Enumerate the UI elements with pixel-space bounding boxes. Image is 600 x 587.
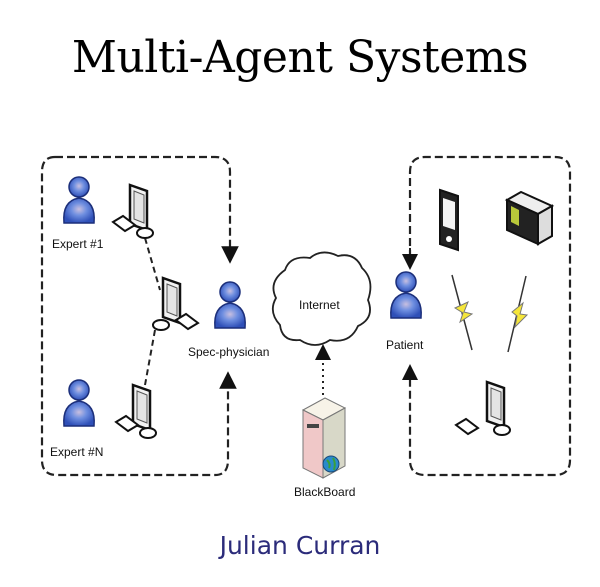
patient-group-boundary [408, 155, 572, 477]
link-spec-expertn [144, 329, 156, 386]
computer-icon-spec-physician [152, 276, 200, 331]
computer-icon-expert-1 [111, 183, 154, 239]
person-icon-expert-1 [63, 176, 95, 224]
slide-title: Multi-Agent Systems [71, 32, 529, 83]
link-expert1-spec [144, 237, 161, 291]
label-expert-n: Expert #N [50, 445, 103, 459]
label-blackboard: BlackBoard [294, 485, 355, 499]
wireless-link-icon-2 [507, 275, 529, 353]
blackboard-server-icon [301, 397, 347, 479]
person-icon-spec-physician [214, 281, 246, 329]
person-icon-patient [390, 271, 422, 319]
computer-icon-patient-home [454, 380, 511, 436]
pda-device-icon [439, 188, 459, 252]
label-expert-1: Expert #1 [52, 237, 104, 251]
label-spec-physician: Spec-physician [188, 345, 269, 359]
label-internet: Internet [299, 298, 340, 312]
expert-group-boundary [55, 155, 239, 264]
wireless-link-icon-1 [451, 274, 474, 351]
person-icon-expert-n [63, 379, 95, 427]
label-patient: Patient [386, 338, 424, 352]
computer-icon-expert-n [114, 383, 157, 439]
author-name: Julian Curran [219, 531, 381, 560]
medical-monitor-icon [504, 190, 555, 246]
internet-cloud-icon: Internet [271, 251, 372, 346]
expert-group-boundary-lower [40, 155, 237, 477]
